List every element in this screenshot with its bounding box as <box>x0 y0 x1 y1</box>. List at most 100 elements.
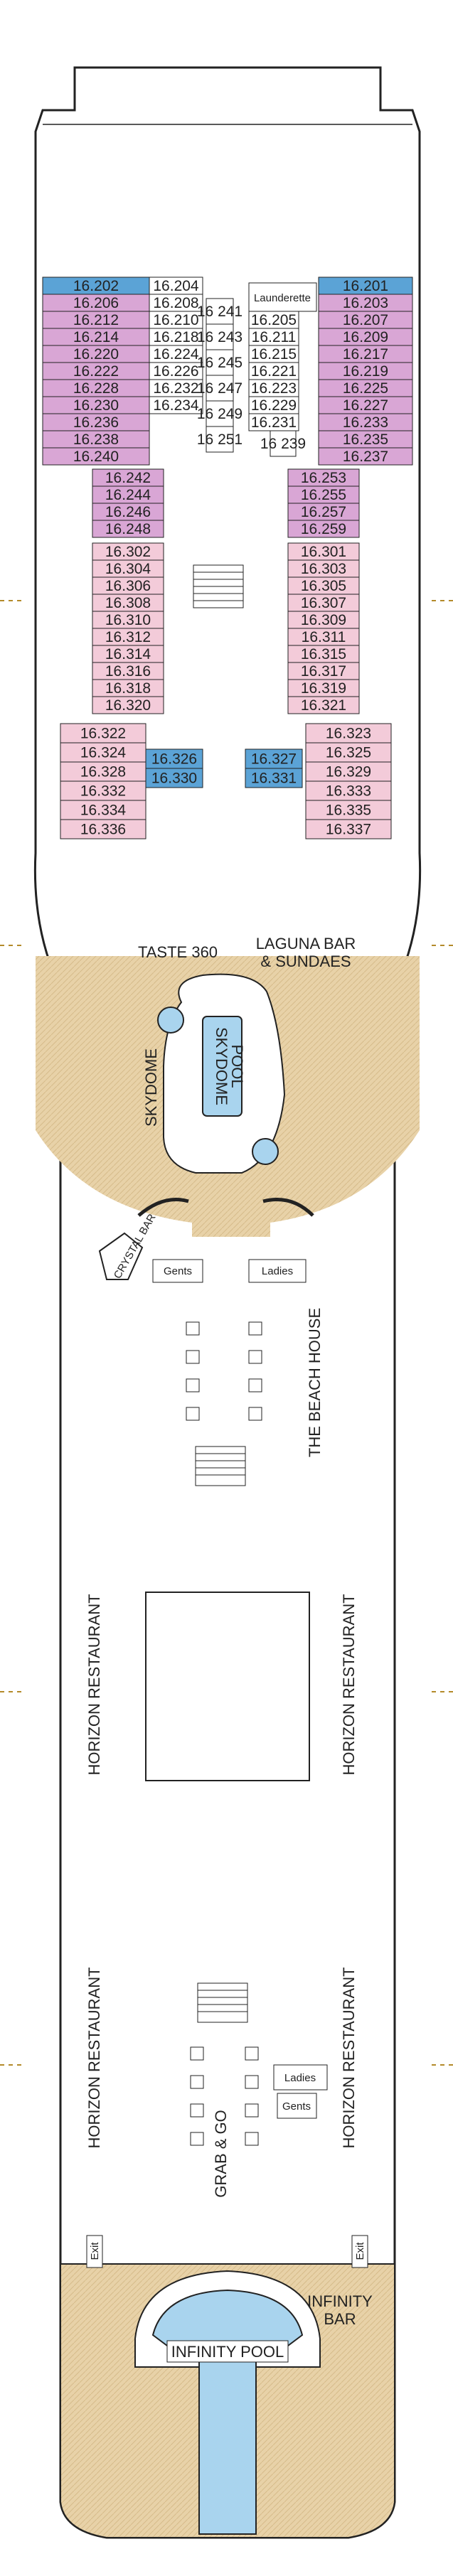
cabin-16-245[interactable]: 16 245 <box>197 349 243 376</box>
cabin-16-307[interactable]: 16.307 <box>287 594 360 612</box>
cabin-16-248[interactable]: 16.248 <box>92 520 164 538</box>
cabin-16-251[interactable]: 16 251 <box>197 426 243 453</box>
cabin-16-217[interactable]: 16.217 <box>318 345 413 363</box>
cabin-16-302[interactable]: 16.302 <box>92 542 164 561</box>
cabin-16-314[interactable]: 16.314 <box>92 645 164 663</box>
cabin-16-242[interactable]: 16.242 <box>92 468 164 487</box>
skydome-pool[interactable] <box>202 1016 243 1117</box>
cabin-16-249[interactable]: 16 249 <box>197 400 243 427</box>
cabin-16-201[interactable]: 16.201 <box>318 277 413 295</box>
launderette-room[interactable] <box>248 282 317 312</box>
cabin-16-247[interactable]: 16 247 <box>197 375 243 402</box>
cabin-16-210[interactable]: 16.210 <box>149 311 203 329</box>
ladies-restroom-aft[interactable] <box>273 2064 328 2091</box>
infinity-pool[interactable] <box>151 2289 304 2346</box>
forward-stairs[interactable] <box>193 564 244 608</box>
mid-stairs[interactable] <box>195 1446 246 1486</box>
cabin-16-212[interactable]: 16.212 <box>42 311 150 329</box>
cabin-16-259[interactable]: 16.259 <box>287 520 360 538</box>
cabin-16-246[interactable]: 16.246 <box>92 503 164 521</box>
cabin-16-205[interactable]: 16.205 <box>248 311 299 329</box>
cabin-16-202[interactable]: 16.202 <box>42 277 150 295</box>
hot-tub-1[interactable] <box>157 1007 184 1034</box>
ladies-restroom[interactable] <box>248 1259 307 1283</box>
cabin-16-255[interactable]: 16.255 <box>287 485 360 504</box>
cabin-16-322[interactable]: 16.322 <box>60 723 146 744</box>
cabin-16-308[interactable]: 16.308 <box>92 594 164 612</box>
cabin-16-226[interactable]: 16.226 <box>149 362 203 380</box>
cabin-16-319[interactable]: 16.319 <box>287 679 360 697</box>
aft-stairs[interactable] <box>197 1982 248 2023</box>
cabin-16-331[interactable]: 16.331 <box>245 768 303 788</box>
cabin-16-229[interactable]: 16.229 <box>248 396 299 414</box>
cabin-16-309[interactable]: 16.309 <box>287 611 360 629</box>
cabin-16-318[interactable]: 16.318 <box>92 679 164 697</box>
cabin-16-239[interactable]: 16 239 <box>260 430 306 457</box>
cabin-16-312[interactable]: 16.312 <box>92 628 164 646</box>
cabin-16-207[interactable]: 16.207 <box>318 311 413 329</box>
cabin-16-228[interactable]: 16.228 <box>42 379 150 397</box>
gents-restroom-aft[interactable] <box>277 2093 317 2119</box>
cabin-16-316[interactable]: 16.316 <box>92 662 164 680</box>
exit-starboard[interactable] <box>351 2235 368 2268</box>
cabin-16-303[interactable]: 16.303 <box>287 559 360 578</box>
cabin-16-223[interactable]: 16.223 <box>248 379 299 397</box>
infinity-pool-channel[interactable] <box>198 2345 257 2535</box>
mid-elevators[interactable] <box>186 1321 262 1421</box>
cabin-16-225[interactable]: 16.225 <box>318 379 413 397</box>
cabin-16-220[interactable]: 16.220 <box>42 345 150 363</box>
cabin-16-211[interactable]: 16.211 <box>248 328 299 346</box>
cabin-16-327[interactable]: 16.327 <box>245 748 303 769</box>
cabin-16-243[interactable]: 16 243 <box>197 323 243 350</box>
cabin-16-301[interactable]: 16.301 <box>287 542 360 561</box>
cabin-16-257[interactable]: 16.257 <box>287 503 360 521</box>
cabin-16-236[interactable]: 16.236 <box>42 413 150 431</box>
cabin-16-336[interactable]: 16.336 <box>60 819 146 839</box>
cabin-16-325[interactable]: 16.325 <box>305 742 392 763</box>
cabin-16-219[interactable]: 16.219 <box>318 362 413 380</box>
cabin-16-204[interactable]: 16.204 <box>149 277 203 295</box>
cabin-16-328[interactable]: 16.328 <box>60 761 146 782</box>
cabin-16-214[interactable]: 16.214 <box>42 328 150 346</box>
cabin-16-330[interactable]: 16.330 <box>145 768 203 788</box>
cabin-16-326[interactable]: 16.326 <box>145 748 203 769</box>
cabin-16-329[interactable]: 16.329 <box>305 761 392 782</box>
cabin-16-324[interactable]: 16.324 <box>60 742 146 763</box>
cabin-16-233[interactable]: 16.233 <box>318 413 413 431</box>
cabin-16-215[interactable]: 16.215 <box>248 345 299 363</box>
cabin-16-222[interactable]: 16.222 <box>42 362 150 380</box>
cabin-16-310[interactable]: 16.310 <box>92 611 164 629</box>
cabin-16-304[interactable]: 16.304 <box>92 559 164 578</box>
cabin-16-221[interactable]: 16.221 <box>248 362 299 380</box>
cabin-16-237[interactable]: 16.237 <box>318 447 413 466</box>
aft-elevators[interactable] <box>190 2046 259 2146</box>
cabin-16-206[interactable]: 16.206 <box>42 294 150 312</box>
crystal-bar[interactable] <box>98 1232 144 1280</box>
cabin-16-224[interactable]: 16.224 <box>149 345 203 363</box>
cabin-16-337[interactable]: 16.337 <box>305 819 392 839</box>
exit-port[interactable] <box>86 2235 103 2268</box>
cabin-16-320[interactable]: 16.320 <box>92 696 164 714</box>
cabin-16-234[interactable]: 16.234 <box>149 396 203 414</box>
cabin-16-244[interactable]: 16.244 <box>92 485 164 504</box>
cabin-16-240[interactable]: 16.240 <box>42 447 150 466</box>
cabin-16-227[interactable]: 16.227 <box>318 396 413 414</box>
cabin-16-332[interactable]: 16.332 <box>60 780 146 801</box>
cabin-16-208[interactable]: 16.208 <box>149 294 203 312</box>
cabin-16-323[interactable]: 16.323 <box>305 723 392 744</box>
cabin-16-317[interactable]: 16.317 <box>287 662 360 680</box>
cabin-16-231[interactable]: 16.231 <box>248 413 299 431</box>
cabin-16-311[interactable]: 16.311 <box>287 628 360 646</box>
cabin-16-235[interactable]: 16.235 <box>318 430 413 449</box>
hot-tub-2[interactable] <box>252 1138 279 1165</box>
cabin-16-321[interactable]: 16.321 <box>287 696 360 714</box>
cabin-16-203[interactable]: 16.203 <box>318 294 413 312</box>
cabin-16-315[interactable]: 16.315 <box>287 645 360 663</box>
cabin-16-333[interactable]: 16.333 <box>305 780 392 801</box>
cabin-16-209[interactable]: 16.209 <box>318 328 413 346</box>
cabin-16-253[interactable]: 16.253 <box>287 468 360 487</box>
cabin-16-238[interactable]: 16.238 <box>42 430 150 449</box>
cabin-16-232[interactable]: 16.232 <box>149 379 203 397</box>
cabin-16-230[interactable]: 16.230 <box>42 396 150 414</box>
cabin-16-241[interactable]: 16 241 <box>197 298 243 325</box>
